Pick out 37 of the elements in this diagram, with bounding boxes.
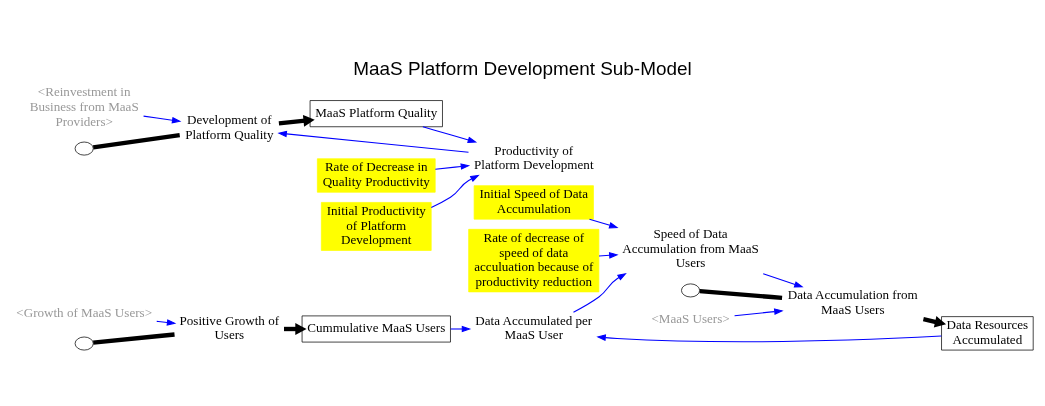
arrow: [572, 272, 627, 313]
arrow: [450, 325, 472, 332]
node-text: Productivity of Platform Development: [474, 142, 594, 172]
connector: [92, 132, 181, 150]
node-box: Rate of decrease of speed of data acculuation because of productivity reduction: [468, 228, 600, 292]
node-box: Initial Speed of Data Accumulation: [473, 184, 594, 219]
arrow: [734, 307, 784, 316]
node-text: <MaaS Users>: [651, 310, 730, 326]
diagram-title: MaaS Platform Development Sub-Model: [353, 57, 692, 79]
node-cloud: [681, 283, 700, 297]
arrow: [277, 130, 470, 153]
node-box: Cummulative MaaS Users: [301, 315, 451, 342]
node-text: Development of Platform Quality: [185, 111, 274, 142]
connector: [93, 331, 175, 345]
node-cloud: [74, 141, 94, 155]
node-text: <Growth of MaaS Users>: [16, 304, 153, 320]
arrow: [278, 114, 315, 127]
arrow: [156, 318, 177, 326]
node-box: Initial Productivity of Platform Development: [321, 201, 432, 251]
connector: [699, 288, 783, 300]
arrow: [143, 115, 182, 123]
node-text: Speed of Data Accumulation from MaaS Users: [622, 225, 759, 270]
arrow: [430, 174, 480, 208]
arrow: [434, 162, 471, 170]
node-text: Data Accumulated per MaaS User: [475, 312, 593, 342]
arrow: [596, 333, 942, 342]
node-box: MaaS Platform Quality: [309, 99, 443, 127]
node-text: <Reinvestment in Business from MaaS Providers>: [29, 83, 139, 129]
node-text: Positive Growth of Users: [179, 312, 280, 342]
arrow: [588, 218, 619, 228]
node-cloud: [74, 336, 94, 350]
node-box: Data Resources Accumulated: [941, 315, 1034, 350]
arrow: [422, 125, 478, 143]
arrow: [762, 272, 804, 287]
node-text: Data Accumulation from MaaS Users: [787, 286, 918, 317]
arrow: [598, 251, 619, 259]
node-box: Rate of Decrease in Quality Productivity: [317, 157, 436, 193]
